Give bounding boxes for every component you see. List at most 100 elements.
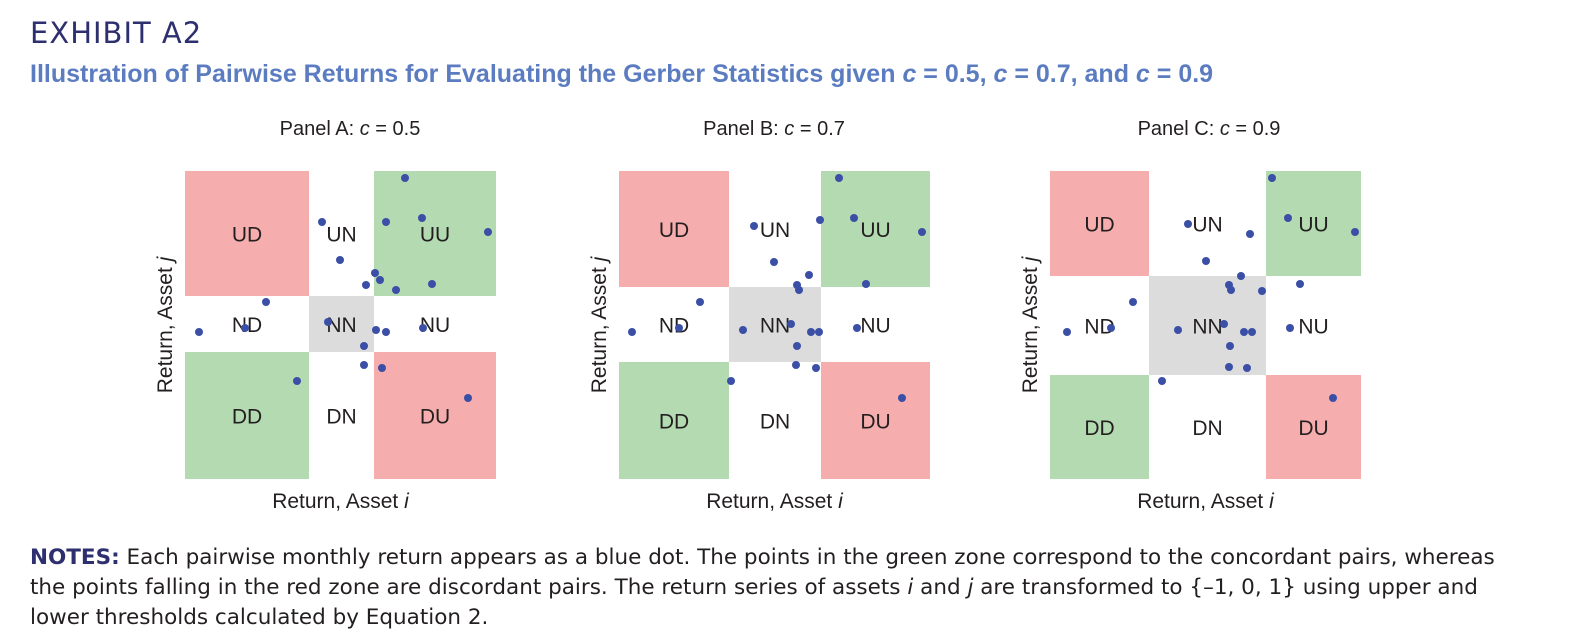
zone-label-uu: UU [1298, 214, 1328, 237]
return-dot [1329, 394, 1337, 402]
zone-du [821, 362, 930, 479]
return-dot [696, 298, 704, 306]
return-dot [195, 328, 203, 336]
return-dot [1240, 328, 1248, 336]
zone-label-ud: UD [1084, 214, 1114, 237]
return-dot [1158, 377, 1166, 385]
panel-c-title: Panel C: c = 0.9 [1137, 118, 1281, 140]
return-dot [464, 394, 472, 402]
zone-uu [374, 171, 496, 296]
return-dot [1248, 328, 1256, 336]
panel-b-title: Panel B: c = 0.7 [703, 118, 845, 140]
zone-label-du: DU [420, 406, 450, 429]
return-dot [360, 361, 368, 369]
zone-label-dd: DD [232, 406, 262, 429]
return-dot [318, 218, 326, 226]
x-axis-label: Return, Asset i [272, 490, 410, 513]
zone-label-uu: UU [860, 219, 890, 242]
return-dot [727, 377, 735, 385]
return-dot [362, 281, 370, 289]
zone-label-du: DU [1298, 417, 1328, 440]
zone-label-nn: NN [760, 315, 790, 338]
x-axis-label: Return, Asset i [706, 490, 844, 513]
zone-label-dd: DD [1084, 417, 1114, 440]
zone-dd [1050, 375, 1149, 479]
return-dot [1063, 328, 1071, 336]
figure-subtitle: Illustration of Pairwise Returns for Eva… [30, 60, 1214, 88]
return-dot [1243, 364, 1251, 372]
return-dot [484, 228, 492, 236]
return-dot [1268, 174, 1276, 182]
zone-du [374, 352, 496, 479]
return-dot [1225, 363, 1233, 371]
return-dot [1296, 280, 1304, 288]
zone-du [1266, 375, 1361, 479]
zone-label-dn: DN [326, 406, 356, 429]
return-dot [293, 377, 301, 385]
zone-label-nd: ND [659, 315, 689, 338]
zone-label-du: DU [860, 411, 890, 434]
zone-uu [821, 171, 930, 287]
zone-label-nn: NN [1192, 316, 1222, 339]
return-dot [853, 324, 861, 332]
return-dot [418, 214, 426, 222]
zone-label-nn: NN [326, 314, 356, 337]
return-dot [428, 280, 436, 288]
return-dot [1220, 320, 1228, 328]
return-dot [807, 328, 815, 336]
return-dot [376, 276, 384, 284]
return-dot [675, 324, 683, 332]
return-dot [1107, 324, 1115, 332]
return-dot [378, 364, 386, 372]
x-axis-label: Return, Asset i [1137, 490, 1275, 513]
return-dot [382, 218, 390, 226]
return-dot [787, 320, 795, 328]
exhibit-label: EXHIBIT A2 [30, 16, 203, 50]
zone-nn [1149, 276, 1266, 375]
zone-ud [1050, 171, 1149, 276]
return-dot [241, 324, 249, 332]
return-dot [792, 361, 800, 369]
panel-a: Panel A: c = 0.5 UDUNUUNDNNNUDDDNDURetur… [150, 110, 590, 530]
return-dot [739, 326, 747, 334]
return-dot [419, 324, 427, 332]
return-dot [262, 298, 270, 306]
zone-label-uu: UU [420, 224, 450, 247]
zone-label-ud: UD [659, 219, 689, 242]
zone-label-un: UN [760, 219, 790, 242]
return-dot [371, 269, 379, 277]
panel-a-title: Panel A: c = 0.5 [279, 118, 421, 140]
return-dot [1226, 342, 1234, 350]
zone-ud [619, 171, 729, 287]
return-dot [835, 174, 843, 182]
zone-dd [619, 362, 729, 479]
zone-label-nu: NU [1298, 316, 1328, 339]
notes-label: NOTES: [30, 545, 120, 570]
zone-label-ud: UD [232, 224, 262, 247]
notes: NOTES: Each pairwise monthly return appe… [30, 545, 1495, 630]
return-dot [793, 342, 801, 350]
zone-ud [185, 171, 309, 296]
return-dot [918, 228, 926, 236]
return-dot [336, 256, 344, 264]
return-dot [816, 216, 824, 224]
return-dot [795, 286, 803, 294]
return-dot [392, 286, 400, 294]
zone-label-un: UN [326, 224, 356, 247]
zone-label-nu: NU [420, 314, 450, 337]
return-dot [1351, 228, 1359, 236]
return-dot [805, 271, 813, 279]
y-axis-label: Return, Asset j [588, 255, 611, 393]
zone-label-dn: DN [1192, 417, 1222, 440]
zone-label-nu: NU [860, 315, 890, 338]
return-dot [812, 364, 820, 372]
zone-dd [185, 352, 309, 479]
zone-nn [729, 287, 821, 362]
return-dot [1184, 220, 1192, 228]
return-dot [1284, 214, 1292, 222]
return-dot [1174, 326, 1182, 334]
